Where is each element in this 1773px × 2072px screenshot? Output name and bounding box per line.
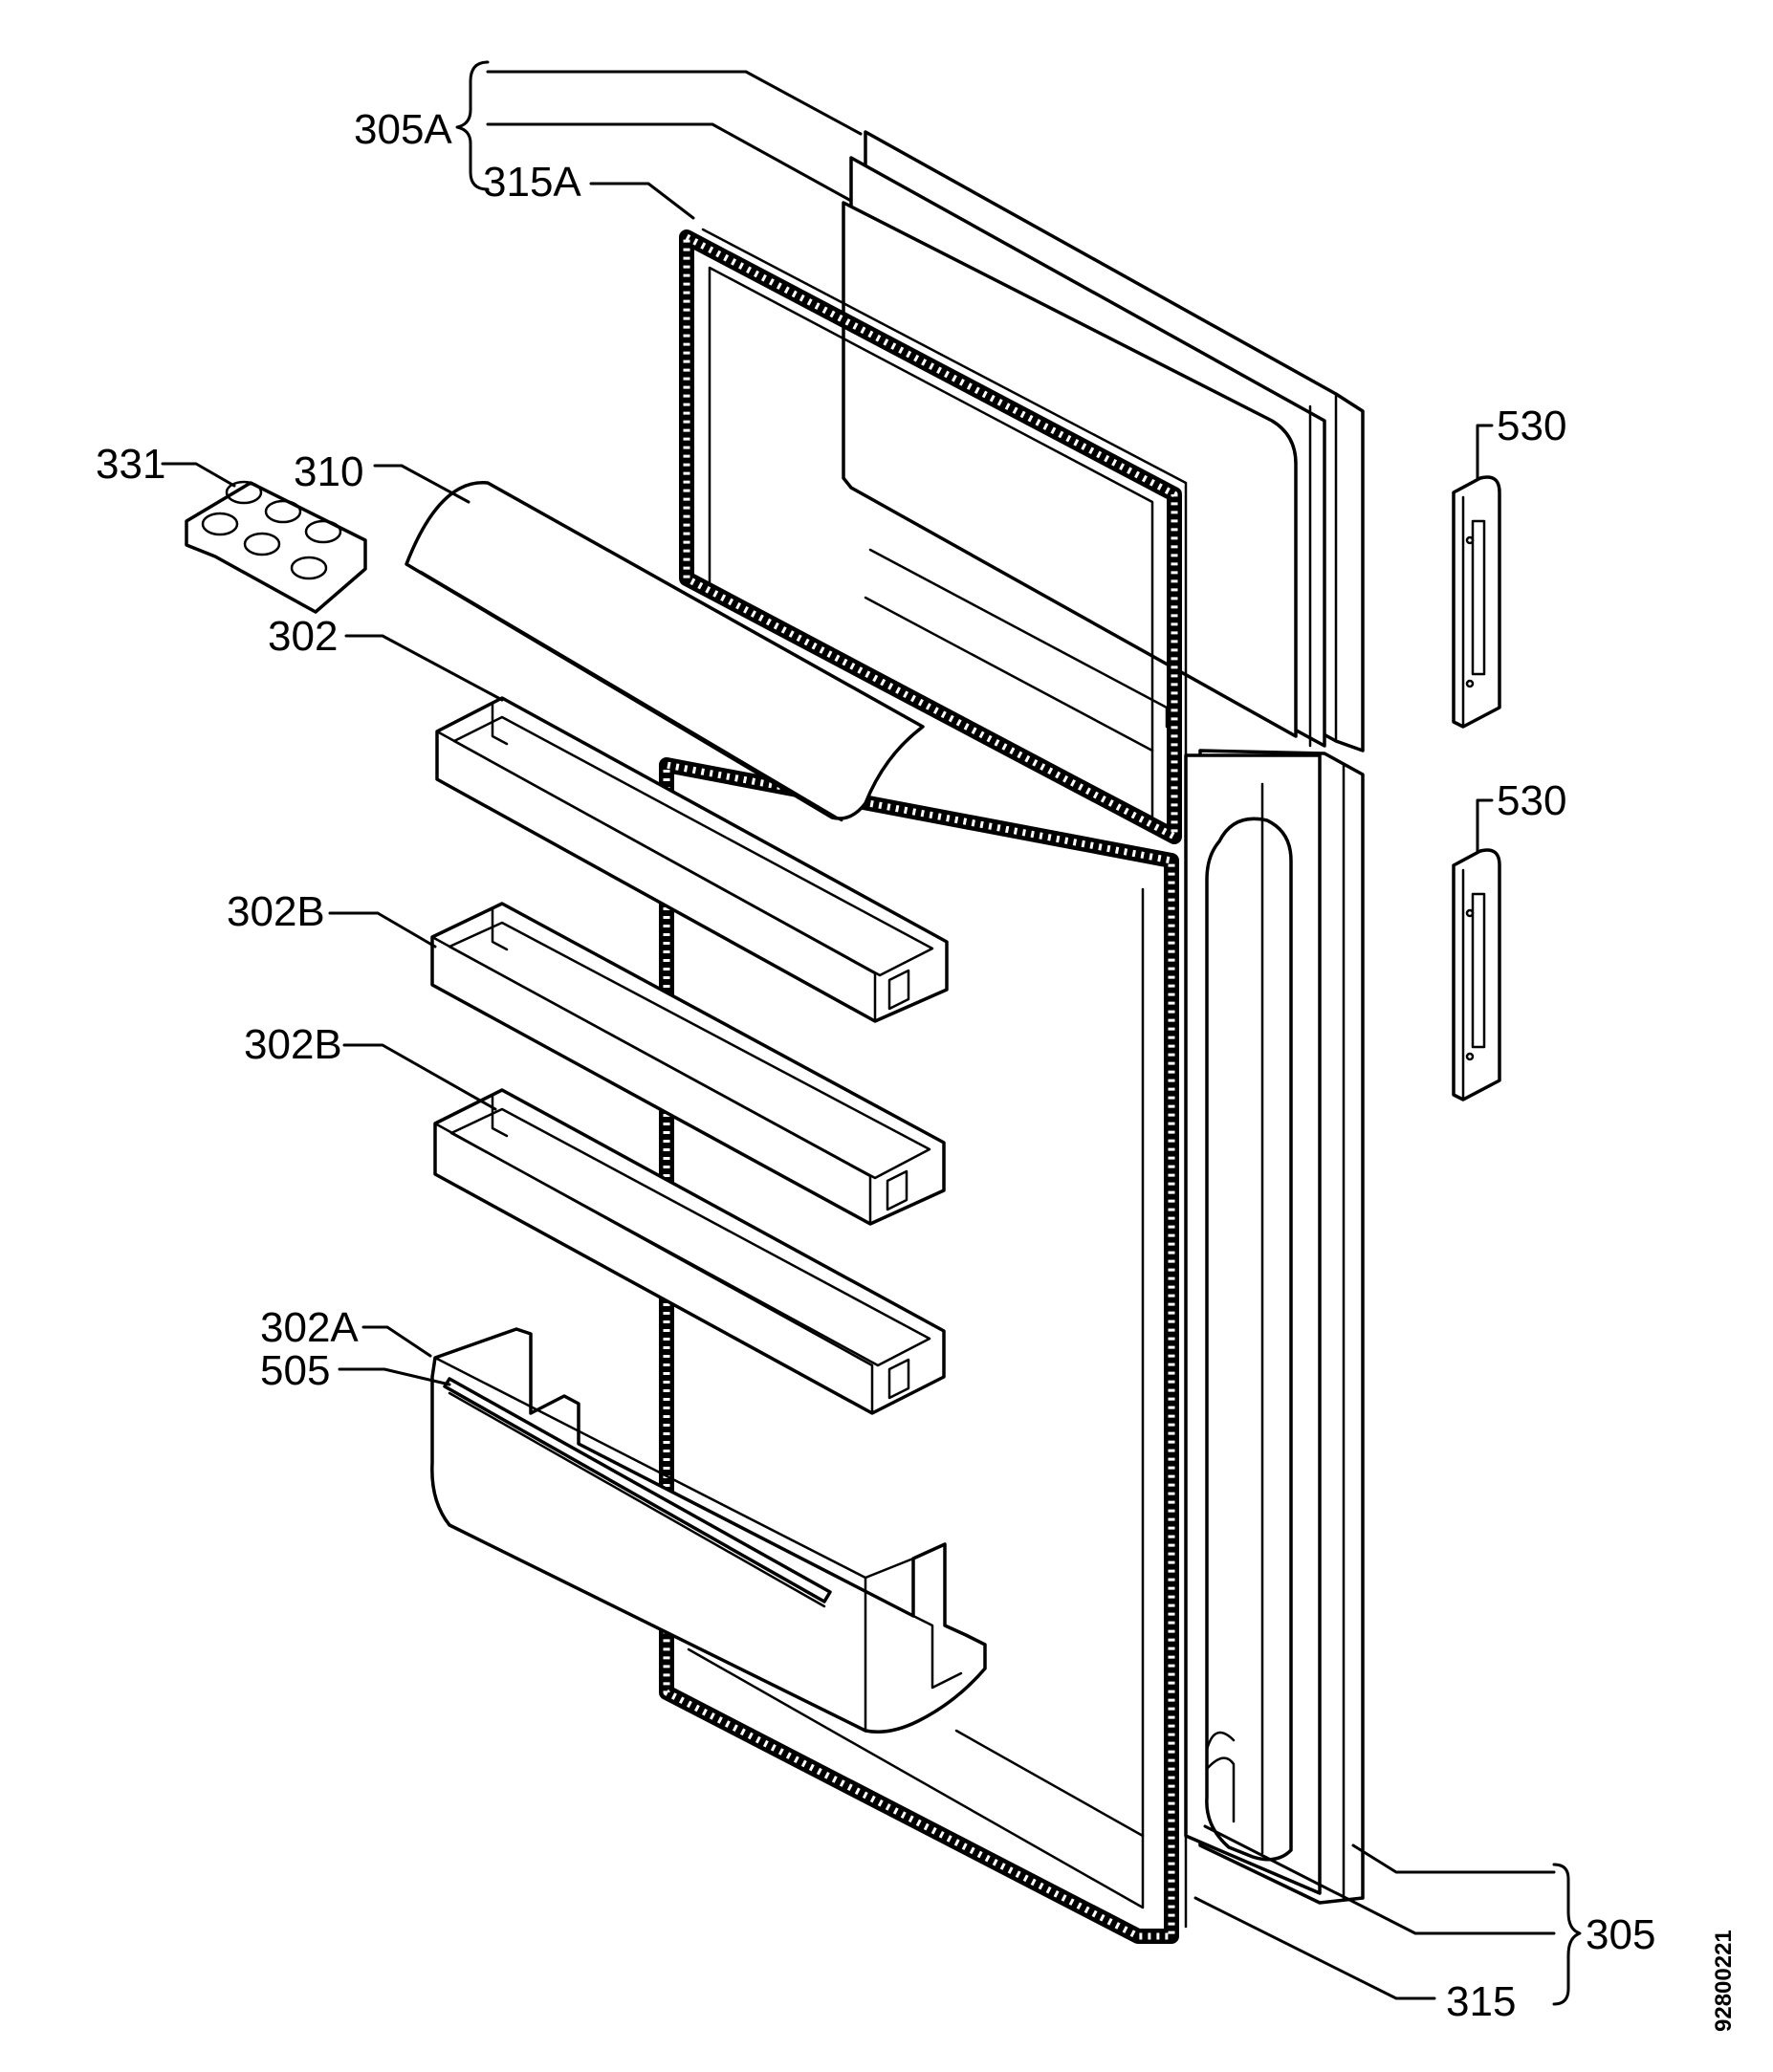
leader-302a xyxy=(361,1325,432,1358)
leader-315a xyxy=(589,182,695,220)
fridge-door-gasket xyxy=(659,757,1188,1944)
leader-302b-1 xyxy=(328,911,437,949)
leader-530-bottom xyxy=(1476,798,1494,853)
label-530-bottom: 530 xyxy=(1497,777,1566,824)
freezer-door-gasket xyxy=(679,228,1188,848)
leader-530-top xyxy=(1476,424,1494,480)
door-shelf-302 xyxy=(435,696,949,1023)
door-shelf-302b-lower xyxy=(433,1088,946,1415)
door-shelf-302b-upper xyxy=(430,902,946,1226)
leader-305-outer xyxy=(1351,1843,1556,1874)
leader-305a-inner xyxy=(486,122,853,203)
leader-305-inner xyxy=(1203,1824,1556,1935)
hinge-bracket-top xyxy=(1452,475,1501,729)
brace-305 xyxy=(1552,1863,1582,2006)
fridge-door-panel xyxy=(1184,749,1365,1905)
egg-tray xyxy=(185,480,367,614)
leader-lines xyxy=(161,60,1582,2006)
brace-305a xyxy=(455,60,490,191)
label-302: 302 xyxy=(268,613,338,660)
leader-331 xyxy=(161,462,236,488)
leader-315 xyxy=(1193,1896,1436,2000)
label-505: 505 xyxy=(260,1347,330,1394)
label-310: 310 xyxy=(294,448,363,495)
drawing-code: 92800221 xyxy=(1711,1930,1737,2032)
label-302b-lower: 302B xyxy=(244,1021,342,1068)
leader-310 xyxy=(373,464,471,504)
label-315: 315 xyxy=(1446,1978,1516,2025)
hinge-bracket-bottom xyxy=(1452,848,1501,1101)
leader-505 xyxy=(338,1367,451,1386)
label-331: 331 xyxy=(96,441,165,488)
label-315a: 315A xyxy=(483,159,581,206)
bottle-retainer-bar xyxy=(443,1377,832,1608)
leader-302b-2 xyxy=(342,1043,497,1111)
label-305: 305 xyxy=(1586,1911,1655,1958)
label-305a: 305A xyxy=(354,106,452,153)
dairy-compartment-lid xyxy=(405,481,925,822)
label-530-top: 530 xyxy=(1497,403,1566,449)
freezer-door-panel xyxy=(842,130,1365,752)
label-302a: 302A xyxy=(260,1304,359,1351)
label-302b-upper: 302B xyxy=(227,888,325,935)
leader-305a-outer xyxy=(486,70,863,136)
leader-302 xyxy=(344,634,504,702)
